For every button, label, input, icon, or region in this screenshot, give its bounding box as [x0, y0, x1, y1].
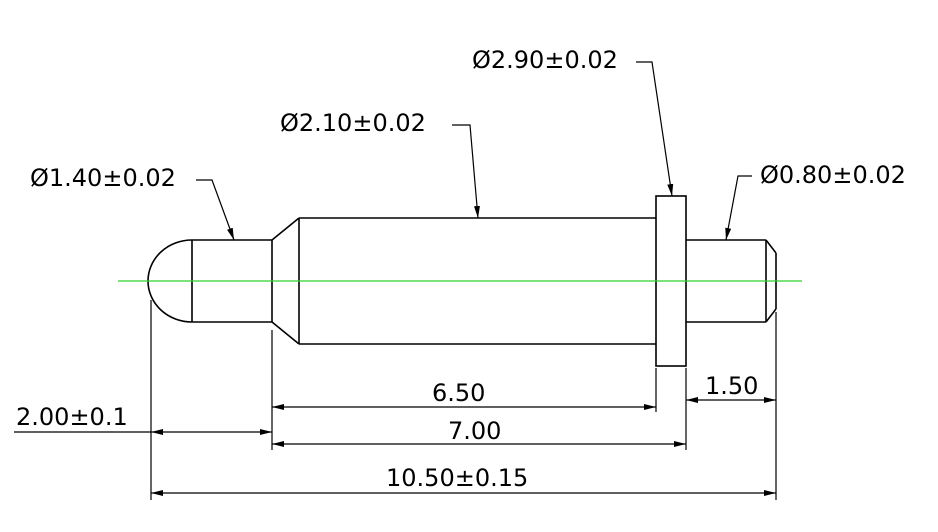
- label-len-tip: 2.00±0.1: [16, 403, 128, 431]
- extension-lines: [150, 300, 777, 500]
- label-len-tail: 1.50: [705, 372, 759, 400]
- diameter-leaders: [196, 61, 752, 241]
- leader-collar-diameter: [636, 61, 674, 197]
- label-len-body-collar: 7.00: [448, 417, 502, 445]
- leader-tip-diameter: [196, 179, 235, 241]
- label-dia-tip: Ø1.40±0.02: [30, 164, 176, 192]
- chamfer-bottom: [271, 321, 300, 345]
- leader-tail-diameter: [725, 175, 752, 241]
- label-len-total: 10.50±0.15: [386, 464, 529, 492]
- label-dia-collar: Ø2.90±0.02: [472, 46, 618, 74]
- dimension-lines: [14, 397, 776, 496]
- leader-body-diameter: [452, 124, 480, 219]
- label-dia-body: Ø2.10±0.02: [280, 109, 426, 137]
- label-len-body: 6.50: [432, 379, 486, 407]
- tail-chamfer-bottom: [765, 308, 777, 323]
- label-dia-tail: Ø0.80±0.02: [760, 161, 906, 189]
- chamfer-top: [271, 217, 300, 241]
- tail-chamfer-top: [765, 239, 777, 254]
